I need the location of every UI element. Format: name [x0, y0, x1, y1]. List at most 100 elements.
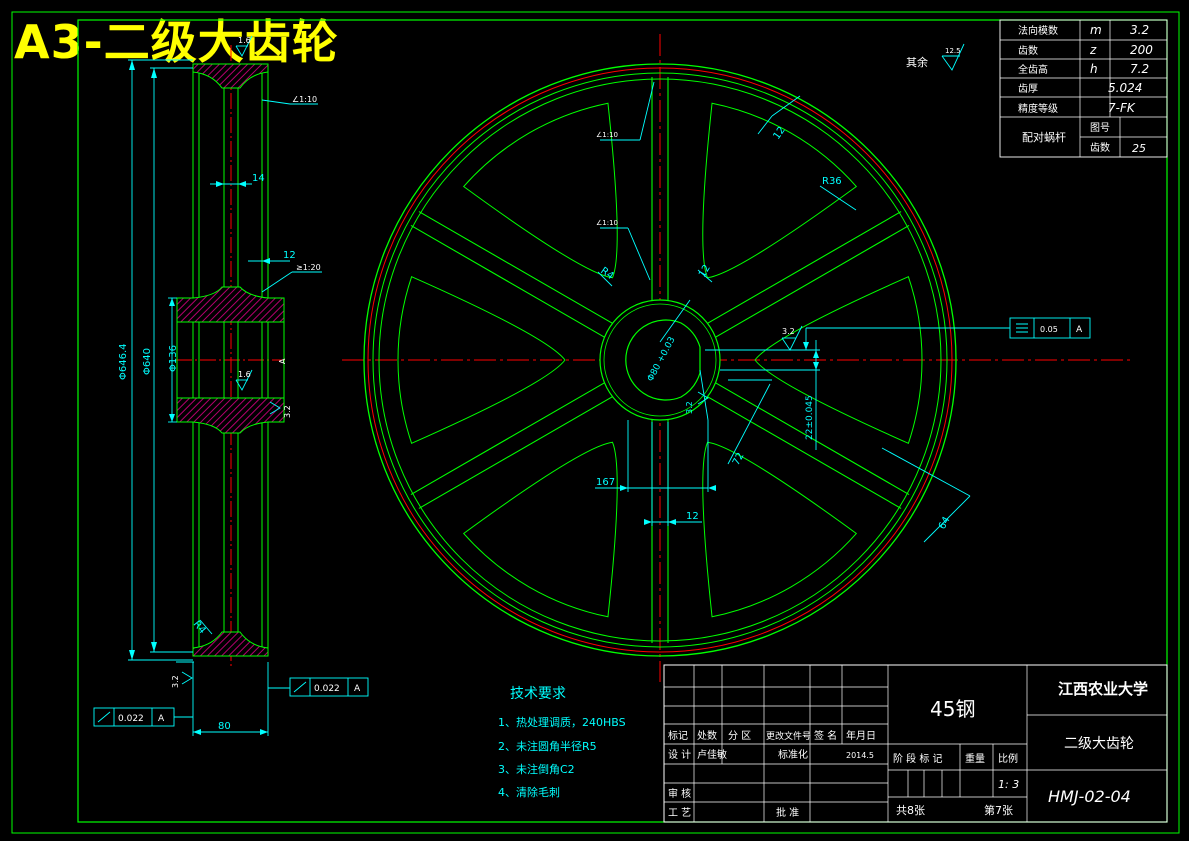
rough-front-3-2: 3.2 [782, 327, 795, 336]
surface-finish-value: 12.5 [945, 47, 961, 55]
tech-req-item-3: 3、未注倒角C2 [498, 762, 575, 776]
bore-with-keyway [625, 319, 701, 401]
tb-craft-label: 工 艺 [668, 807, 691, 819]
dim-64: 64 [937, 515, 953, 531]
outer-frame [11, 11, 1180, 834]
pitch-circle [367, 67, 953, 653]
hub-chamfer-circle [603, 303, 717, 417]
mating-worm-teeth-value: 25 [1132, 142, 1146, 155]
spoke-edge-3-1 [418, 395, 615, 509]
title-block: 45钢 江西农业大学 二级大齿轮 HMJ-02-04 标记 处数 分 区 更改文… [663, 664, 1168, 823]
tech-req-title: 技术要求 [510, 686, 566, 702]
tb-drawing-no: HMJ-02-04 [1048, 787, 1131, 806]
dim-dia-640: Φ640 [142, 348, 153, 375]
spoke-edge-2-1 [410, 224, 607, 339]
spoke-edge-5-1 [713, 381, 910, 496]
tolerance-frame-front: 0.05 A [1009, 317, 1091, 339]
dim-r4-front: R4 [598, 265, 615, 282]
tb-total-sheets: 共8张 [896, 804, 925, 817]
tb-material: 45钢 [930, 697, 975, 721]
dim-spoke-12: 12 [686, 511, 699, 522]
tol-left-datum: A [158, 714, 165, 724]
tol-bottom-datum: A [354, 684, 361, 694]
tb-header-mark: 标记 [668, 730, 688, 742]
dim-width-80: 80 [218, 721, 231, 732]
bottom-rim-section [192, 631, 269, 657]
param-value-1: 200 [1130, 43, 1153, 57]
web-window-2 [397, 276, 566, 444]
tb-designer: 卢佳敏 [697, 748, 727, 761]
param-value-4: 7-FK [1108, 101, 1136, 115]
rough-1-6-mid: 1.6 [238, 370, 251, 379]
web-window-3 [462, 441, 618, 618]
dim-keyway: 22±0.045 [805, 395, 815, 440]
tb-weight-label: 重量 [965, 752, 985, 765]
tb-school: 江西农业大学 [1058, 680, 1148, 698]
dim-dia-136: Φ136 [168, 345, 179, 372]
tech-req-item-2: 2、未注圆角半径R5 [498, 739, 597, 753]
hub-upper-section [176, 286, 285, 323]
rough-3-2-right: 3.2 [283, 405, 292, 418]
tolerance-frame-bottom: 0.022 A [289, 677, 369, 697]
spoke-edge-1-0 [713, 224, 910, 339]
param-value-2: 7.2 [1130, 62, 1149, 76]
param-symbol-0: m [1090, 23, 1102, 37]
dim-r36: R36 [822, 176, 842, 187]
tb-standardization: 标准化 [778, 748, 808, 761]
tol-left-value: 0.022 [118, 714, 144, 724]
hub-lower-section [176, 397, 285, 434]
front-view: 12 R36 R4 12 Φ80 +0.03 22±0.045 3.2 72 1… [342, 34, 1132, 682]
param-name-4: 精度等级 [1018, 102, 1058, 115]
tolerance-frame-left: 0.022 A [93, 707, 193, 727]
tb-design-label: 设 计 [668, 748, 691, 761]
web-window-1 [702, 102, 858, 279]
tech-requirements: 技术要求 1、热处理调质，240HBS 2、未注圆角半径R5 3、未注倒角C2 … [498, 686, 626, 799]
tb-part-name: 二级大齿轮 [1064, 736, 1134, 752]
dim-keyway-depth: 3.2 [685, 401, 694, 414]
spoke-edge-5-0 [705, 395, 902, 509]
inner-frame [77, 19, 1168, 823]
tb-header-zone: 分 区 [728, 730, 751, 742]
spoke-edge-2-0 [418, 211, 615, 325]
tb-header-date: 年月日 [846, 729, 876, 742]
rim-inner-circle [378, 78, 942, 642]
tol-front-value: 0.05 [1040, 325, 1058, 334]
tol-bottom-value: 0.022 [314, 684, 340, 694]
tb-design-date: 2014.5 [846, 751, 874, 760]
param-name-3: 齿厚 [1018, 83, 1038, 95]
mating-worm-drawing-label: 图号 [1090, 122, 1110, 134]
slope-1-20: ≥1:20 [296, 263, 321, 272]
tb-header-count: 处数 [697, 729, 717, 742]
spoke-edge-1-1 [705, 211, 902, 325]
tb-sheet-no: 第7张 [984, 803, 1013, 817]
param-value-3: 5.024 [1108, 81, 1142, 95]
spoke-edge-3-0 [410, 381, 607, 496]
param-name-1: 齿数 [1018, 44, 1038, 57]
tip-circle [363, 63, 957, 657]
tb-scale-value: 1: 3 [998, 778, 1019, 791]
dim-167: 167 [596, 477, 615, 488]
param-symbol-2: h [1090, 62, 1098, 76]
surface-finish-label: 其余 [906, 55, 928, 69]
dim-web-12: 12 [283, 250, 296, 261]
datum-a-marker: A [278, 358, 287, 364]
dim-72: 72 [731, 451, 747, 467]
top-rim-section [192, 63, 269, 89]
tb-header-change: 更改文件号 [766, 730, 811, 742]
side-view: Φ646.4 Φ640 Φ136 14 12 80 R4 1.6 1.6 3.2… [93, 35, 369, 736]
param-name-0: 法向模数 [1018, 24, 1058, 37]
slope-1-10: ∠1:10 [292, 95, 317, 104]
slope-front-a: ∠1:10 [596, 131, 618, 139]
root-circle [372, 72, 948, 648]
surface-finish-note: 其余 12.5 [906, 43, 965, 71]
param-symbol-1: z [1089, 43, 1097, 57]
tol-front-datum: A [1076, 325, 1083, 335]
rough-1-6-top: 1.6 [238, 36, 251, 45]
dim-rim-12: 12 [771, 125, 787, 142]
tb-scale-label: 比例 [998, 752, 1018, 765]
slope-front-b: ∠1:10 [596, 219, 618, 227]
param-name-2: 全齿高 [1018, 63, 1048, 76]
mating-worm-label: 配对蜗杆 [1022, 130, 1066, 144]
